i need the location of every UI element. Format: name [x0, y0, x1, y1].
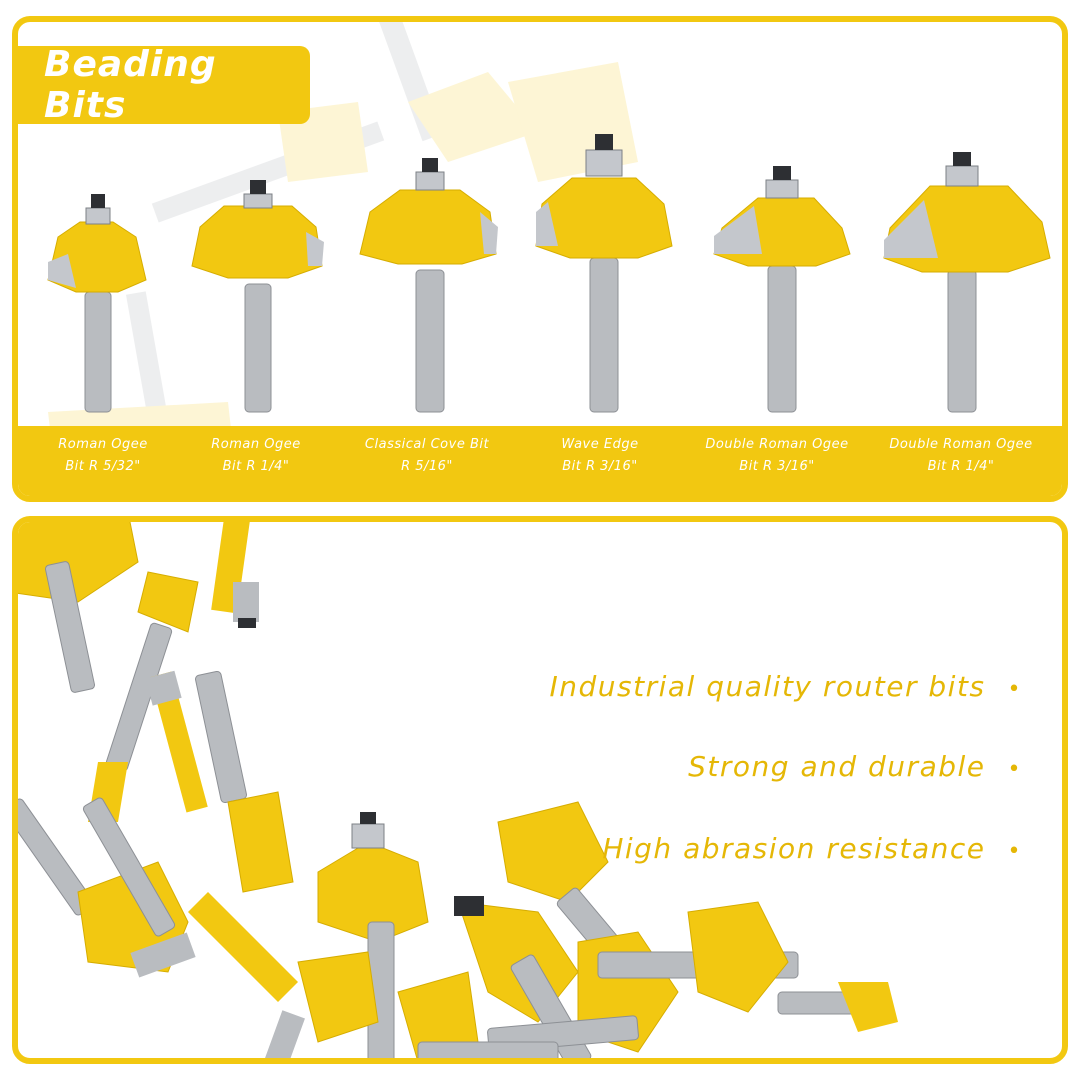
router-bit-1: [47, 194, 147, 413]
caption-band: [18, 426, 1062, 496]
bit-name: Double Roman Ogee: [889, 437, 1033, 452]
feature-text: High abrasion resistance: [602, 832, 986, 865]
bit-name: Classical Cove Bit: [364, 437, 490, 452]
router-bit-2: [191, 180, 324, 413]
bit-caption-5: Double Roman Ogee Bit R 3/16": [682, 434, 872, 478]
section-title: Beading Bits: [44, 44, 217, 126]
router-bit-3: [359, 158, 498, 413]
bit-size: Bit R 1/4": [222, 459, 290, 474]
bit-size: R 5/16": [401, 459, 453, 474]
bit-size: Bit R 3/16": [562, 459, 638, 474]
bit-name: Wave Edge: [561, 437, 639, 452]
router-bit-6: [883, 152, 1051, 413]
feature-text: Strong and durable: [688, 750, 986, 783]
bit-size: Bit R 3/16": [739, 459, 815, 474]
feature-line-1: Industrial quality router bits •: [549, 670, 1022, 703]
router-bit-4: [535, 134, 673, 413]
bit-caption-3: Classical Cove Bit R 5/16": [342, 434, 512, 478]
bit-name: Double Roman Ogee: [705, 437, 849, 452]
router-bits-row: [47, 134, 1051, 413]
beading-bits-panel: Beading Bits: [12, 16, 1068, 502]
feature-line-3: High abrasion resistance •: [602, 832, 1022, 865]
feature-text: Industrial quality router bits: [549, 670, 986, 703]
scattered-bits-illustration: [18, 522, 898, 1058]
bit-caption-4: Wave Edge Bit R 3/16": [515, 434, 685, 478]
bit-size: Bit R 1/4": [927, 459, 995, 474]
router-bit-5: [713, 166, 851, 413]
bullet-icon: •: [1007, 757, 1022, 782]
bit-caption-6: Double Roman Ogee Bit R 1/4": [866, 434, 1056, 478]
features-panel: Industrial quality router bits • Strong a…: [12, 516, 1068, 1064]
bit-caption-2: Roman Ogee Bit R 1/4": [171, 434, 341, 478]
bit-name: Roman Ogee: [211, 437, 301, 452]
bullet-icon: •: [1007, 677, 1022, 702]
section-title-tab: Beading Bits: [18, 44, 310, 126]
bit-size: Bit R 5/32": [65, 459, 141, 474]
bit-caption-1: Roman Ogee Bit R 5/32": [18, 434, 188, 478]
bit-name: Roman Ogee: [58, 437, 148, 452]
feature-line-2: Strong and durable •: [688, 750, 1022, 783]
bullet-icon: •: [1007, 839, 1022, 864]
